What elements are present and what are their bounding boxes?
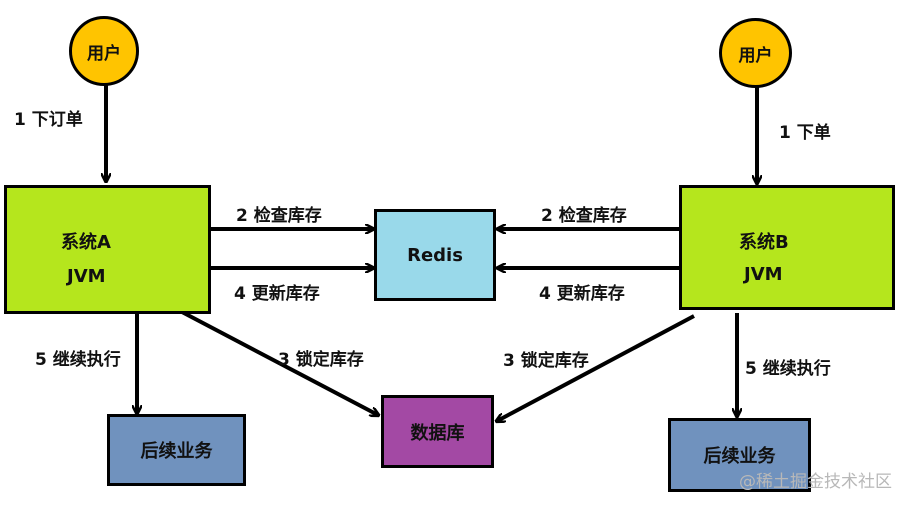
followup-b-node: 后续业务 bbox=[668, 418, 811, 492]
followup-a-label: 后续业务 bbox=[140, 441, 213, 462]
database-node: 数据库 bbox=[381, 395, 494, 468]
followup-b-label: 后续业务 bbox=[703, 446, 776, 467]
edge-label-b-lock: 3 锁定库存 bbox=[503, 351, 589, 371]
arrow-b-lock-to-database bbox=[497, 314, 695, 421]
redis-node: Redis bbox=[374, 209, 496, 301]
edge-label-a-order: 1 下订单 bbox=[14, 110, 83, 130]
system-b-node: 系统B JVM bbox=[679, 185, 895, 310]
user-a-label: 用户 bbox=[87, 43, 121, 64]
followup-a-node: 后续业务 bbox=[107, 414, 246, 486]
database-label: 数据库 bbox=[410, 422, 465, 444]
system-a-name: 系统A bbox=[61, 232, 111, 253]
edge-label-b-check: 2 检查库存 bbox=[541, 206, 627, 226]
user-b-node: 用户 bbox=[719, 18, 792, 88]
system-a-runtime: JVM bbox=[67, 266, 106, 287]
redis-label: Redis bbox=[407, 244, 463, 266]
edge-label-a-check: 2 检查库存 bbox=[236, 206, 322, 226]
arrow-a-lock-to-database bbox=[181, 310, 378, 415]
system-a-node: 系统A JVM bbox=[4, 185, 211, 314]
edge-label-b-continue: 5 继续执行 bbox=[745, 359, 831, 379]
system-b-runtime: JVM bbox=[744, 264, 783, 285]
user-b-label: 用户 bbox=[738, 45, 773, 66]
user-a-node: 用户 bbox=[69, 16, 139, 86]
system-b-name: 系统B bbox=[739, 232, 789, 253]
edge-label-a-continue: 5 继续执行 bbox=[35, 350, 121, 370]
watermark: @稀土掘金技术社区 bbox=[739, 472, 892, 492]
edge-label-b-update: 4 更新库存 bbox=[539, 284, 625, 304]
edge-label-a-lock: 3 锁定库存 bbox=[278, 350, 364, 370]
edge-label-b-order: 1 下单 bbox=[779, 123, 831, 143]
edge-label-a-update: 4 更新库存 bbox=[234, 284, 320, 304]
